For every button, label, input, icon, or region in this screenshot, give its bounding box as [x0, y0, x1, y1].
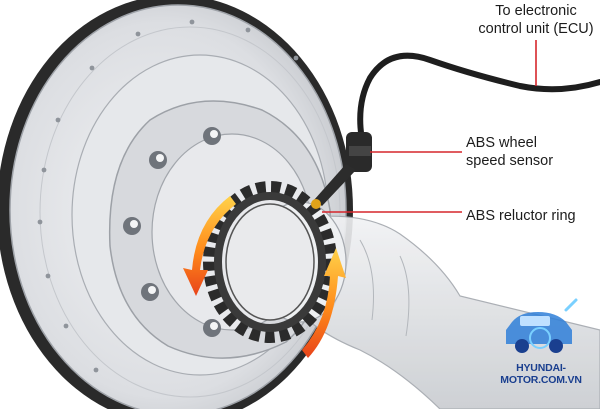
car-logo-icon [506, 298, 578, 353]
callout-ecu: To electronic control unit (ECU) [474, 2, 598, 38]
callout-sensor-line1: ABS wheel [466, 135, 537, 151]
reluctor-ring-icon [203, 181, 337, 343]
watermark-text: HYUNDAI-MOTOR.COM.VN [500, 362, 582, 386]
callout-ecu-line1: To electronic [495, 3, 577, 19]
callout-reluctor-ring: ABS reluctor ring [466, 207, 576, 225]
speed-sensor-icon [311, 52, 600, 209]
rotation-arrow-icon [183, 196, 346, 358]
callout-ecu-line2: control unit (ECU) [478, 21, 594, 37]
callout-speed-sensor: ABS wheel speed sensor [466, 134, 553, 170]
callout-sensor-line2: speed sensor [466, 153, 554, 169]
callout-ring-label: ABS reluctor ring [466, 208, 576, 224]
